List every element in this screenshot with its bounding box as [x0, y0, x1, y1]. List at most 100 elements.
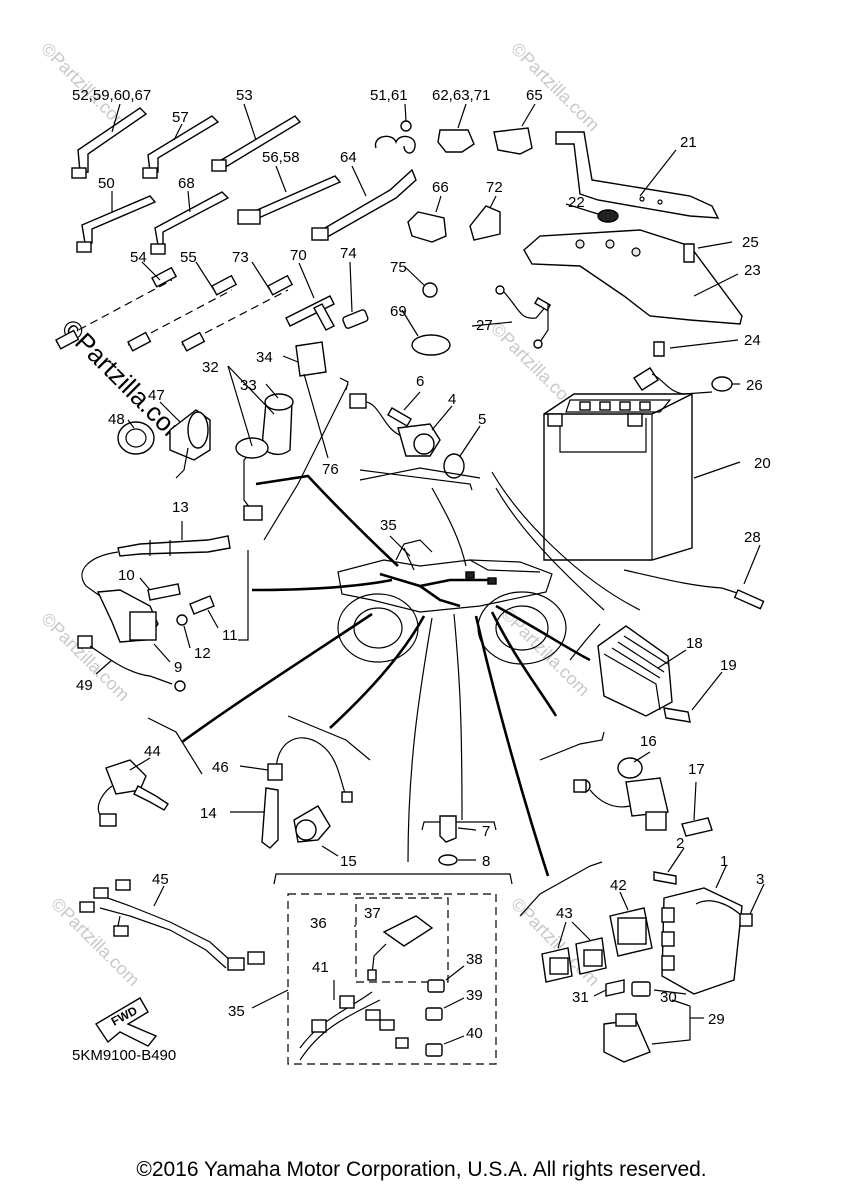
callout-label: 43	[556, 905, 573, 922]
speed-sensor	[349, 391, 481, 479]
callout-label: 38	[466, 951, 483, 968]
relay-sensor	[573, 751, 713, 837]
callout-label: 24	[744, 332, 761, 349]
clamps	[374, 103, 536, 356]
callout-label: 19	[720, 657, 737, 674]
callout-label: 22	[568, 194, 585, 211]
hoses	[55, 261, 294, 352]
callout-label: 15	[340, 853, 357, 870]
joints	[285, 261, 369, 331]
callout-label: 48	[108, 411, 125, 428]
callout-label: 4	[448, 391, 456, 408]
callout-label: 68	[178, 175, 195, 192]
callout-label: 42	[610, 877, 627, 894]
callout-label: 53	[236, 87, 253, 104]
main-harness	[379, 535, 497, 608]
leader-harness	[181, 467, 605, 877]
ignition-coil	[81, 521, 231, 663]
callout-label: 66	[432, 179, 449, 196]
callout-label: 5	[478, 411, 486, 428]
callout-label: 74	[340, 245, 357, 262]
callout-label: 10	[118, 567, 135, 584]
callout-label: 18	[686, 635, 703, 652]
callout-label: 55	[180, 249, 197, 266]
callout-label: 34	[256, 349, 273, 366]
throttle-switch	[97, 757, 169, 827]
positive-cable	[623, 544, 765, 610]
battery-lead	[633, 367, 740, 395]
callouts: 52,59,60,67 57 53 50 68 56,58 64 51,61 6…	[72, 87, 771, 1064]
callout-label: 36	[310, 915, 327, 932]
copyright-notice: ©2016 Yamaha Motor Corporation, U.S.A. A…	[136, 1158, 707, 1181]
callout-label: 23	[744, 262, 761, 279]
callout-label: 52,59,60,67	[72, 87, 151, 104]
callout-label: 49	[76, 677, 93, 694]
ignition-wire	[77, 635, 186, 692]
spark-plug-group	[230, 737, 353, 857]
sub-harness	[79, 879, 265, 971]
rectifier	[597, 625, 723, 723]
watermarks: ©Partzilla.com ©Partzilla.com ©Partzilla…	[37, 39, 603, 990]
callout-label: 70	[290, 247, 307, 264]
callout-label: 31	[572, 989, 589, 1006]
callout-label: 72	[486, 179, 503, 196]
callout-label: 65	[526, 87, 543, 104]
ground-wire	[471, 285, 552, 349]
callout-label: 73	[232, 249, 249, 266]
callout-label: 64	[340, 149, 357, 166]
callout-label: 40	[466, 1025, 483, 1042]
callout-label: 54	[130, 249, 147, 266]
battery-bracket	[523, 131, 743, 357]
callout-label: 1	[720, 853, 728, 870]
battery	[543, 393, 741, 561]
callout-label: 62,63,71	[432, 87, 490, 104]
watermark-text: ©Partzilla.com	[47, 894, 143, 990]
callout-label: 75	[390, 259, 407, 276]
cable-ties	[71, 107, 417, 255]
callout-label: 29	[708, 1011, 725, 1028]
harness-kit	[251, 893, 497, 1065]
callout-label: 44	[144, 743, 161, 760]
callout-label: 69	[390, 303, 407, 320]
callout-label: 13	[172, 499, 189, 516]
callout-label: 12	[194, 645, 211, 662]
callout-label: 30	[660, 989, 677, 1006]
callout-label: 76	[322, 461, 339, 478]
diagram-code: 5KM9100-B490	[72, 1047, 176, 1064]
callout-label: 7	[482, 823, 490, 840]
callout-label: 27	[476, 317, 493, 334]
callout-label: 3	[756, 871, 764, 888]
callout-label: 47	[148, 387, 165, 404]
group-brackets	[147, 377, 641, 917]
callout-label: 8	[482, 853, 490, 870]
callout-label: 33	[240, 377, 257, 394]
callout-label: 14	[200, 805, 217, 822]
callout-label: 41	[312, 959, 329, 976]
callout-label: 16	[640, 733, 657, 750]
callout-label: 6	[416, 373, 424, 390]
callout-label: 25	[742, 234, 759, 251]
callout-label: 35	[380, 517, 397, 534]
watermark-text: ©Partzilla.com	[507, 39, 603, 135]
callout-label: 37	[364, 905, 381, 922]
callout-label: 45	[152, 871, 169, 888]
callout-label: 50	[98, 175, 115, 192]
callout-label: 9	[174, 659, 182, 676]
callout-label: 2	[676, 835, 684, 852]
callout-label: 11	[222, 627, 238, 644]
relays	[541, 847, 765, 1063]
callout-label: 26	[746, 377, 763, 394]
tie-leaders	[111, 103, 367, 213]
callout-label: 39	[466, 987, 483, 1004]
callout-label: 35	[228, 1003, 245, 1020]
callout-label: 56,58	[262, 149, 300, 166]
main-switch	[117, 341, 329, 521]
callout-label: 28	[744, 529, 761, 546]
callout-label: 32	[202, 359, 219, 376]
callout-label: 57	[172, 109, 189, 126]
forward-arrow: FWD	[95, 997, 158, 1047]
neutral-switch	[438, 815, 477, 866]
callout-label: 20	[754, 455, 771, 472]
callout-label: 46	[212, 759, 229, 776]
